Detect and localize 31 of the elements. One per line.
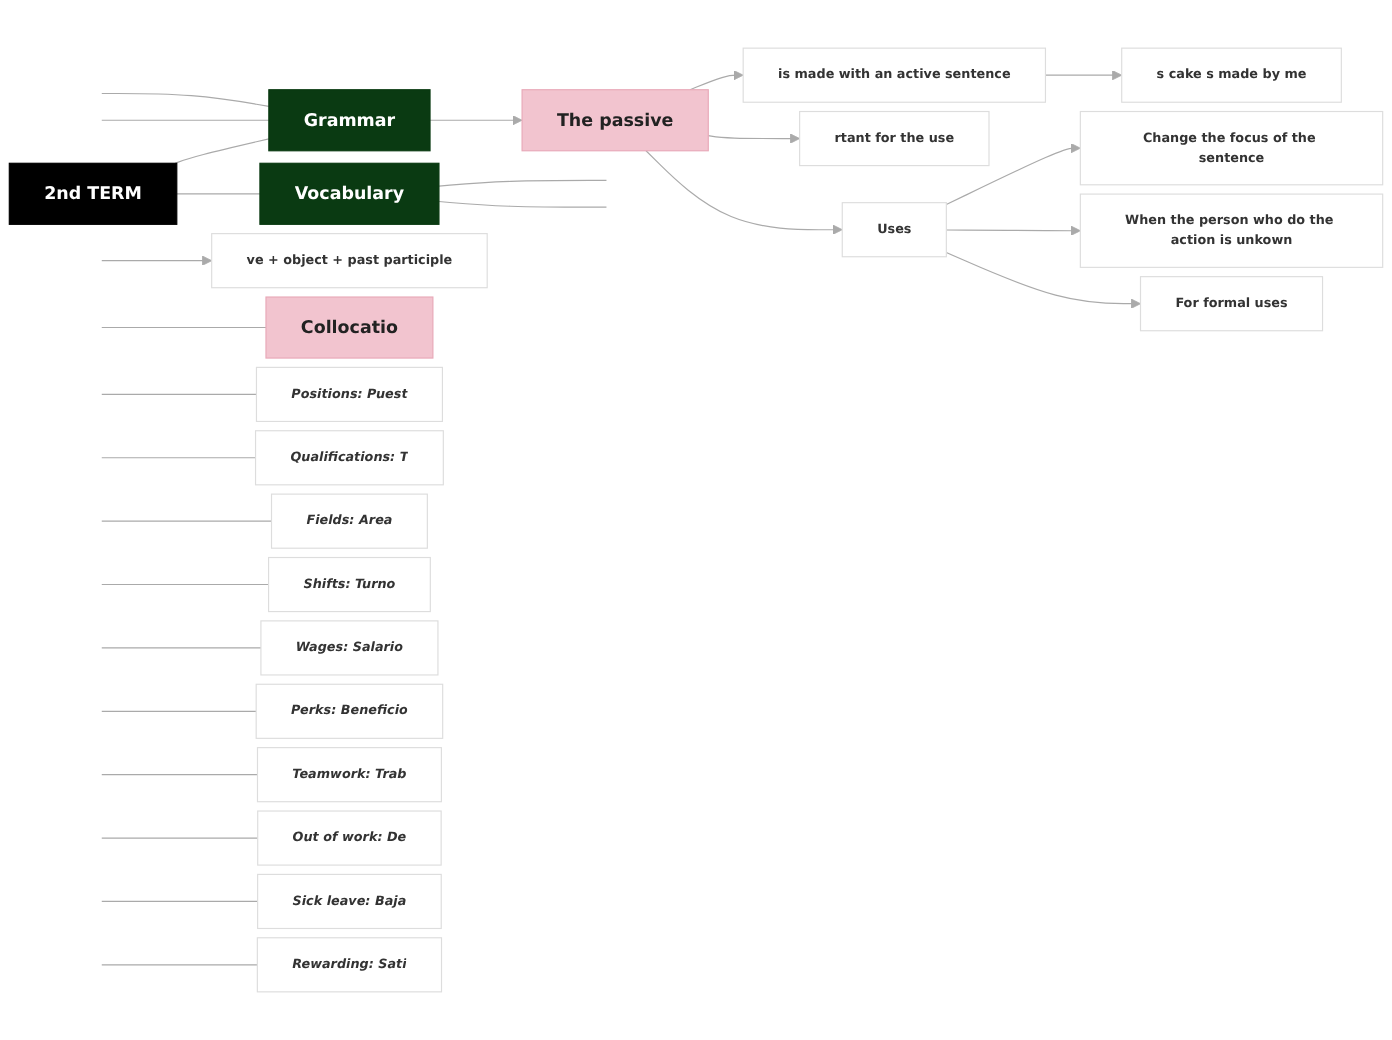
connector <box>101 457 257 459</box>
connector <box>101 710 257 712</box>
connector <box>101 583 270 586</box>
node-box: Collocatio <box>265 296 434 359</box>
node-box: 2nd TERM <box>8 162 178 225</box>
connector <box>101 326 267 329</box>
connector <box>101 964 258 966</box>
connector <box>101 647 262 649</box>
connector <box>101 520 273 522</box>
arrow <box>429 115 523 126</box>
connector <box>101 119 270 121</box>
node-box: Vocabulary <box>259 162 440 225</box>
connector <box>101 393 258 395</box>
arrow <box>707 133 801 144</box>
connector <box>101 837 259 839</box>
connector <box>438 200 608 208</box>
node-box: The passive <box>521 89 709 152</box>
connector <box>438 179 608 187</box>
connector <box>101 774 259 776</box>
connector <box>101 92 270 107</box>
connector <box>101 900 259 902</box>
arrow <box>945 143 1081 206</box>
connector <box>174 138 270 164</box>
arrow <box>689 70 744 91</box>
connector <box>176 193 261 195</box>
arrow <box>945 225 1081 236</box>
arrow <box>945 251 1141 309</box>
arrow <box>1044 70 1123 81</box>
arrow <box>101 255 213 266</box>
node-box: Grammar <box>268 89 431 152</box>
arrow <box>645 150 843 235</box>
